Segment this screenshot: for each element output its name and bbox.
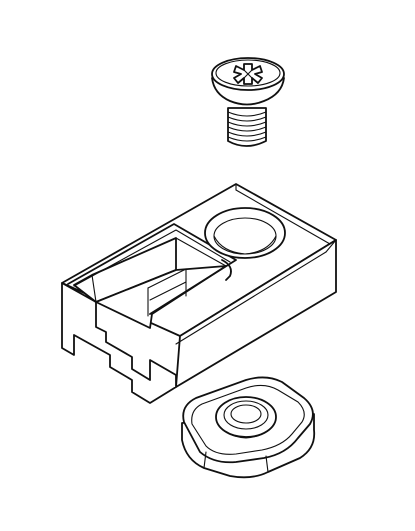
countersunk-phillips-screw-icon (211, 57, 285, 147)
t-slot-nut-icon (181, 376, 316, 479)
slotted-clamp-block-icon (61, 183, 337, 404)
